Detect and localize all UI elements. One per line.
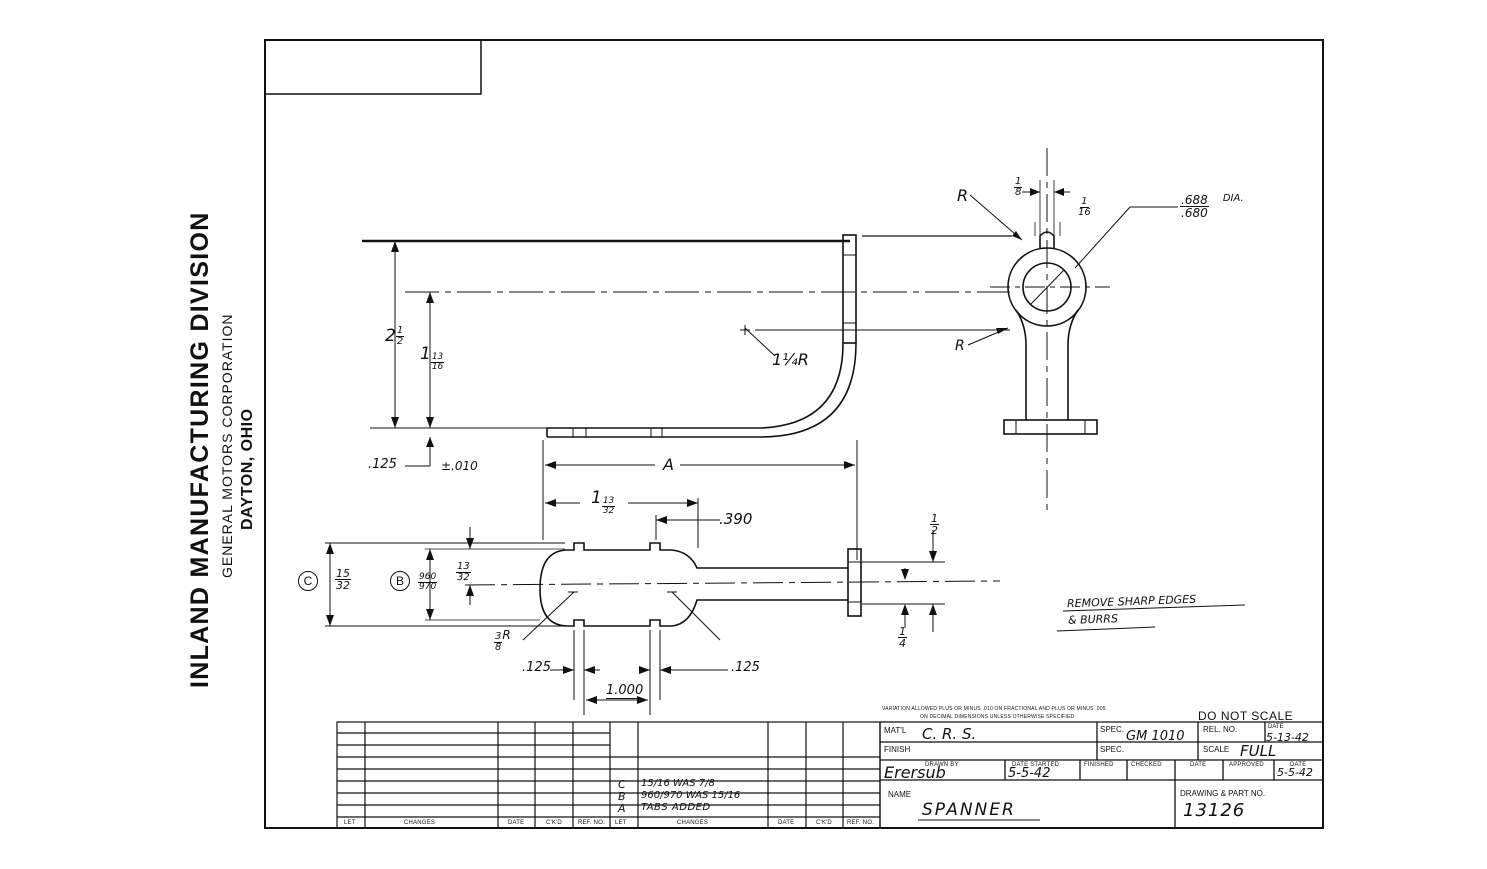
rev-header-ref-2: REF. NO. — [847, 820, 874, 826]
matl-value: C. R. S. — [922, 725, 977, 743]
rev-a-let: A — [618, 802, 626, 815]
checked-label: CHECKED — [1131, 762, 1162, 768]
drawn-by-label: DRAWN BY — [925, 762, 959, 768]
scale-label: SCALE — [1203, 745, 1230, 754]
rev-header-changes-1: CHANGES — [404, 820, 436, 826]
part-no-label: DRAWING & PART NO. — [1180, 789, 1266, 798]
spec-value: GM 1010 — [1126, 729, 1185, 744]
callout-b: B — [390, 571, 410, 591]
side-view — [362, 234, 1012, 560]
rev-c-let: C — [618, 778, 626, 791]
date-started-value: 5-5-42 — [1008, 766, 1051, 781]
rev-header-let-2: LET — [615, 820, 627, 826]
date3-label: DATE — [1290, 762, 1307, 768]
spec2-label: SPEC. — [1100, 745, 1125, 754]
division-title: INLAND MANUFACTURING DIVISION — [186, 211, 214, 688]
rev-header-ckd-1: C'K'D — [546, 820, 562, 826]
rev-header-changes-2: CHANGES — [677, 820, 709, 826]
dim-r-mid: R — [955, 338, 965, 354]
variation-note: VARIATION ALLOWED PLUS OR MINUS .010 ON … — [882, 706, 1106, 712]
rel-date: 5-13-42 — [1266, 731, 1309, 744]
callout-c: C — [298, 571, 318, 591]
note-line2: & BURRS — [1067, 612, 1119, 627]
rev-b-let: B — [618, 790, 626, 803]
rev-header-let-1: LET — [344, 820, 356, 826]
rev-b-change: 960/970 WAS 15/16 — [641, 790, 741, 801]
city-name: DAYTON, OHIO — [239, 408, 256, 530]
rev-c-change: 15/16 WAS 7/8 — [641, 778, 715, 789]
approved-label: APPROVED — [1229, 762, 1264, 768]
rev-a-change: TABS ADDED — [641, 802, 711, 813]
finish-label: FINISH — [884, 745, 911, 754]
top-left-box — [264, 39, 482, 95]
dim-tolerance: ±.010 — [441, 459, 478, 473]
rel-no-label: REL. NO. — [1203, 725, 1238, 734]
matl-label: MAT'L — [884, 726, 907, 735]
dim-tab-spacing: 1.000 — [606, 683, 644, 699]
name-label: NAME — [888, 790, 912, 799]
dim-r-top: R — [957, 186, 969, 205]
dim-hole-dia: .688.680 DIA. — [1180, 193, 1244, 220]
finished-label: FINISHED — [1084, 762, 1114, 768]
part-no-value: 13126 — [1183, 800, 1246, 821]
drawn-by-value: Erersub — [884, 763, 946, 782]
do-not-scale: DO NOT SCALE — [1198, 709, 1294, 723]
date-started-label: DATE STARTED — [1012, 762, 1060, 768]
end-view — [967, 148, 1178, 510]
date2-label: DATE — [1190, 762, 1207, 768]
rev-header-ckd-2: C'K'D — [816, 820, 832, 826]
rev-header-date-1: DATE — [508, 820, 525, 826]
name-value: SPANNER — [922, 800, 1016, 820]
date-label: DATE — [1268, 724, 1284, 730]
scale-value: FULL — [1240, 742, 1277, 760]
variation-note-2: ON DECIMAL DIMENSIONS UNLESS OTHERWISE S… — [920, 714, 1075, 720]
corporation-name: GENERAL MOTORS CORPORATION — [219, 313, 235, 578]
rev-header-ref-1: REF. NO. — [578, 820, 605, 826]
revision-grid — [336, 721, 881, 829]
spec-label: SPEC. — [1100, 725, 1125, 734]
top-view — [325, 498, 1001, 715]
approved-date: 5-5-42 — [1277, 766, 1313, 779]
dim-length-a: A — [663, 455, 674, 474]
dim-tab-right: .125 — [731, 660, 760, 675]
dim-thickness: .125 — [368, 457, 397, 472]
dim-bend-radius: 1¼R — [772, 350, 809, 369]
rev-header-date-2: DATE — [778, 820, 795, 826]
dim-tab-left: .125 — [522, 660, 551, 675]
dim-390: .390 — [719, 510, 753, 528]
